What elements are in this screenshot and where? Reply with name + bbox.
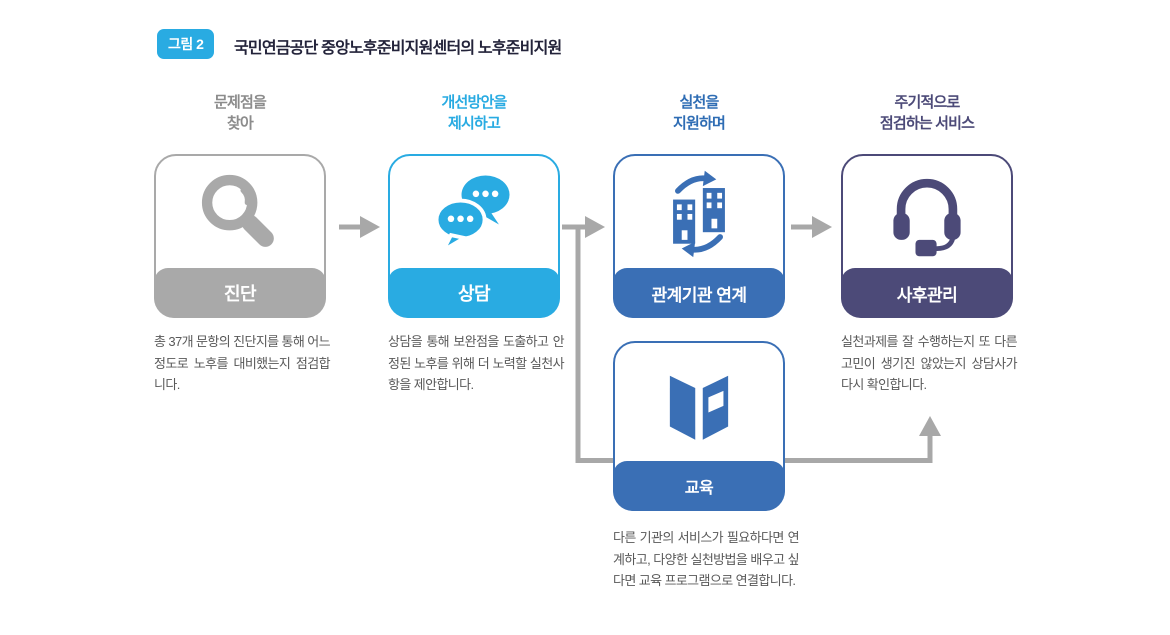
step1-description: 총 37개 문항의 진단지를 통해 어느 정도로 노후를 대비했는지 점검합니다… — [154, 334, 331, 392]
step1-header-line2: 찾아 — [226, 115, 254, 132]
step2-header-line2: 제시하고 — [447, 115, 501, 132]
step3-label-band: 관계기관 연계 — [613, 268, 785, 318]
connector-arrowheads — [360, 216, 941, 436]
step4-description: 실천과제를 잘 수행하는지 또 다른 고민이 생기진 않았는지 상담사가 다시 … — [841, 334, 1018, 392]
step3-box-linkage: 관계기관 연계 — [613, 154, 785, 318]
arrowhead-right-2 — [585, 216, 605, 238]
magnifier-icon — [156, 160, 324, 266]
step2-header-line1: 개선방안을 — [441, 94, 507, 111]
arrowhead-right-3 — [812, 216, 832, 238]
step1-box-diagnosis: 진단 — [154, 154, 326, 318]
education-description: 다른 기관의 서비스가 필요하다면 연계하고, 다양한 실천방법을 배우고 싶다… — [613, 530, 800, 588]
arrowhead-up-education-return — [919, 416, 941, 436]
step4-box-followup: 사후관리 — [841, 154, 1013, 318]
buildings-exchange-icon — [615, 160, 783, 266]
step4-header-line2: 점검하는 서비스 — [879, 115, 975, 132]
open-book-icon — [615, 349, 783, 459]
figure-badge: 그림 2 — [157, 29, 215, 59]
step4-label-band: 사후관리 — [841, 268, 1013, 318]
step1-header: 문제점을 찾아 — [154, 92, 326, 134]
step3-header: 실천을 지원하며 — [613, 92, 785, 134]
education-label-band: 교육 — [613, 461, 785, 511]
arrowhead-right-1 — [360, 216, 380, 238]
headset-icon — [843, 160, 1011, 266]
step4-header-line1: 주기적으로 — [894, 94, 960, 111]
step4-header: 주기적으로 점검하는 서비스 — [841, 92, 1013, 134]
step2-box-counseling: 상담 — [388, 154, 560, 318]
step2-description: 상담을 통해 보완점을 도출하고 안정된 노후를 위해 더 노력할 실천사항을 … — [388, 334, 565, 392]
step2-header: 개선방안을 제시하고 — [388, 92, 560, 134]
step1-label-band: 진단 — [154, 268, 326, 318]
step1-header-line1: 문제점을 — [213, 94, 267, 111]
step3-header-line1: 실천을 — [679, 94, 719, 111]
step3-header-line2: 지원하며 — [672, 115, 726, 132]
education-box: 교육 — [613, 341, 785, 511]
chat-bubbles-icon — [390, 160, 558, 266]
figure-title: 국민연금공단 중앙노후준비지원센터의 노후준비지원 — [234, 40, 562, 57]
step2-label-band: 상담 — [388, 268, 560, 318]
